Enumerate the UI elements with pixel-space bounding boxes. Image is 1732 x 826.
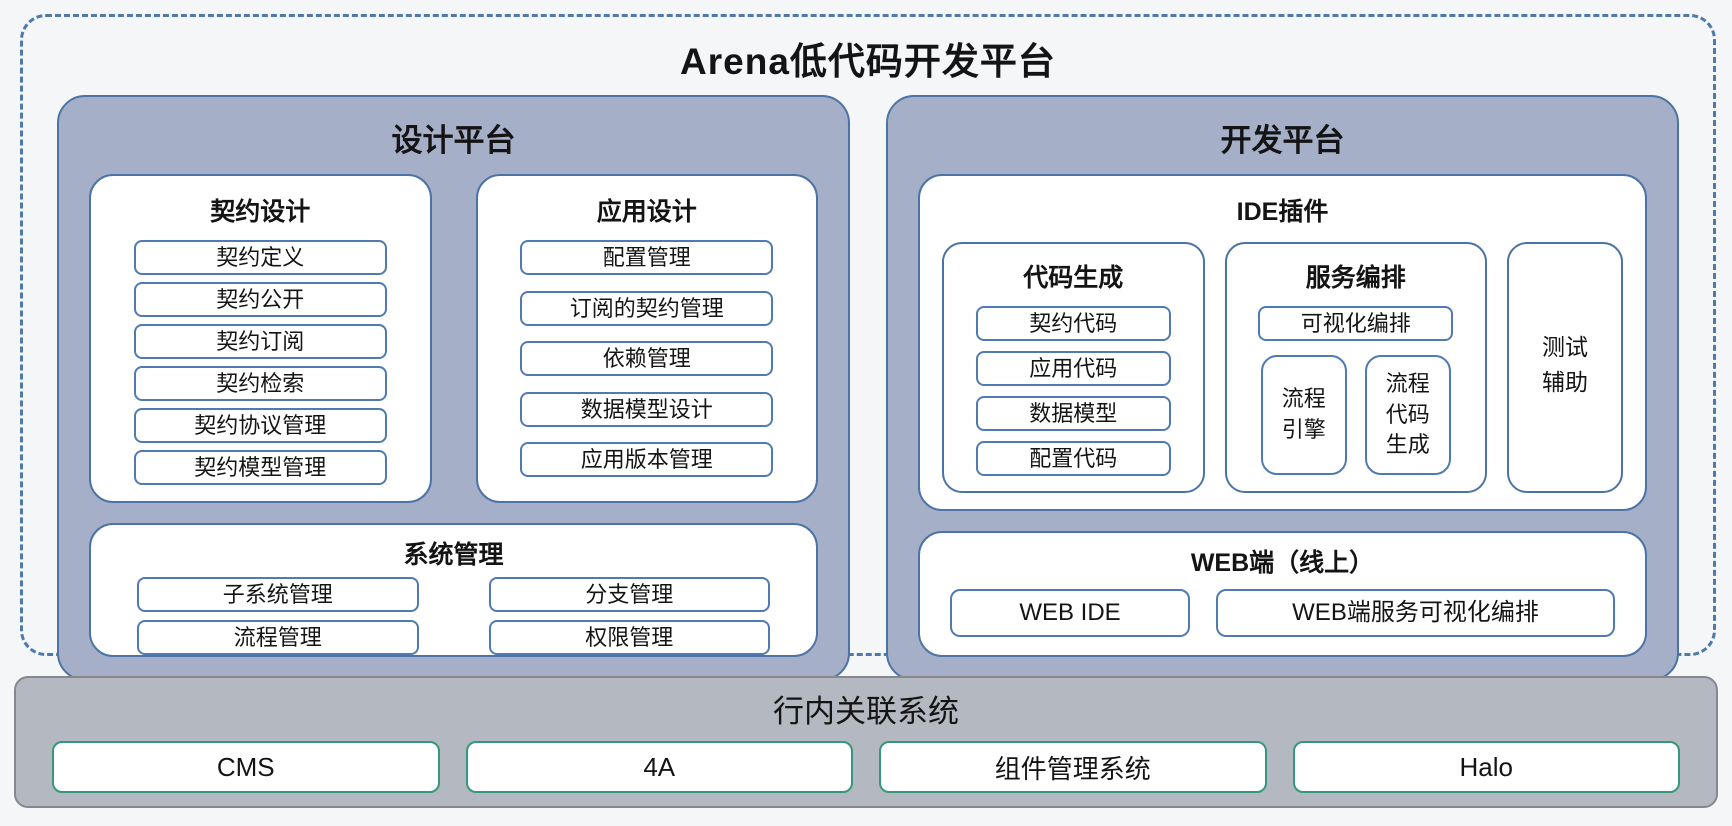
diagram-node: 契约检索 [133,366,387,401]
diagram-node: 权限管理 [488,620,770,655]
diagram-node: 契约模型管理 [133,450,387,485]
diagram-node: WEB端服务可视化编排 [1216,589,1615,637]
diagram-node: 契约订阅 [133,324,387,359]
design-platform-title: 设计平台 [391,123,516,158]
related-systems-bar: 行内关联系统 CMS 4A 组件管理系统 Halo [14,676,1718,808]
test-assist-label: 测试辅助 [1542,334,1588,395]
dev-platform-body: IDE插件 代码生成 契约代码 应用代码 数据模型 配置代码 [918,174,1647,657]
design-platform-body: 契约设计 契约定义 契约公开 契约订阅 契约检索 契约协议管理 契约模型管理 [89,174,818,657]
app-design-box: 应用设计 配置管理 订阅的契约管理 依赖管理 数据模型设计 应用版本管理 [475,174,818,503]
diagram-node: 流程管理 [137,620,419,655]
diagram-node: 分支管理 [488,577,770,612]
diagram-node: WEB IDE [950,589,1190,637]
diagram-node: Halo [1292,741,1680,793]
test-assist-box: 测试辅助 [1507,242,1623,493]
service-orchestration-subrow: 流程引擎 流程代码生成 [1243,355,1470,477]
web-side-box: WEB端（线上） WEB IDE WEB端服务可视化编排 [918,531,1647,657]
diagram-node: 数据模型 [975,396,1171,431]
contract-design-box: 契约设计 契约定义 契约公开 契约订阅 契约检索 契约协议管理 契约模型管理 [89,174,432,503]
ide-plugin-box: IDE插件 代码生成 契约代码 应用代码 数据模型 配置代码 [918,174,1647,511]
diagram-node: 契约代码 [975,306,1171,341]
diagram-node: 数据模型设计 [520,391,774,427]
diagram-node: 契约协议管理 [133,408,387,443]
ide-plugin-row: 代码生成 契约代码 应用代码 数据模型 配置代码 服务编排 可 [942,242,1623,493]
app-design-title: 应用设计 [596,198,697,226]
app-design-items: 配置管理 订阅的契约管理 依赖管理 数据模型设计 应用版本管理 [500,240,795,485]
related-systems-row: CMS 4A 组件管理系统 Halo [16,731,1716,793]
diagram-node: 组件管理系统 [879,741,1267,793]
diagram-node: 配置代码 [975,441,1171,476]
system-management-items: 子系统管理 分支管理 流程管理 权限管理 [113,577,794,655]
design-platform-panel: 设计平台 契约设计 契约定义 契约公开 契约订阅 契约检索 契约协议管理 契约模… [57,95,850,681]
code-generation-box: 代码生成 契约代码 应用代码 数据模型 配置代码 [942,242,1205,493]
diagram-node: 流程代码生成 [1364,355,1451,475]
dev-platform-panel: 开发平台 IDE插件 代码生成 契约代码 应用代码 数据模型 配置 [886,95,1679,681]
service-orchestration-title: 服务编排 [1305,264,1406,292]
system-management-box: 系统管理 子系统管理 分支管理 流程管理 权限管理 [89,523,818,657]
dev-platform-title: 开发平台 [1220,123,1345,158]
system-management-title: 系统管理 [403,541,504,569]
diagram-node: 4A [465,741,853,793]
design-top-row: 契约设计 契约定义 契约公开 契约订阅 契约检索 契约协议管理 契约模型管理 [89,174,818,503]
diagram-node: 应用代码 [975,351,1171,386]
diagram-node: 订阅的契约管理 [520,290,774,326]
web-side-title: WEB端（线上） [1190,549,1375,577]
diagram-node: 子系统管理 [137,577,419,612]
ide-plugin-title: IDE插件 [1236,198,1329,226]
service-orchestration-box: 服务编排 可视化编排 流程引擎 流程代码生成 [1224,242,1487,493]
related-systems-title: 行内关联系统 [773,694,959,729]
contract-design-items: 契约定义 契约公开 契约订阅 契约检索 契约协议管理 契约模型管理 [113,240,408,485]
platform-dashed-container: Arena低代码开发平台 设计平台 契约设计 契约定义 契约公开 契约订阅 契约… [20,14,1716,681]
code-generation-title: 代码生成 [1023,264,1124,292]
diagram-node: 依赖管理 [520,341,774,376]
diagram-node: 流程引擎 [1260,355,1347,475]
diagram-node: 契约定义 [133,240,387,275]
code-generation-items: 契约代码 应用代码 数据模型 配置代码 [960,306,1187,476]
contract-design-title: 契约设计 [210,198,311,226]
diagram-node: 契约公开 [133,282,387,317]
main-title: Arena低代码开发平台 [680,41,1056,82]
web-side-row: WEB IDE WEB端服务可视化编排 [942,589,1623,637]
diagram-node: 应用版本管理 [520,442,774,477]
diagram-node: CMS [52,741,440,793]
platform-panels-row: 设计平台 契约设计 契约定义 契约公开 契约订阅 契约检索 契约协议管理 契约模… [57,95,1679,681]
diagram-node: 配置管理 [520,240,774,275]
diagram-node: 可视化编排 [1258,306,1454,341]
